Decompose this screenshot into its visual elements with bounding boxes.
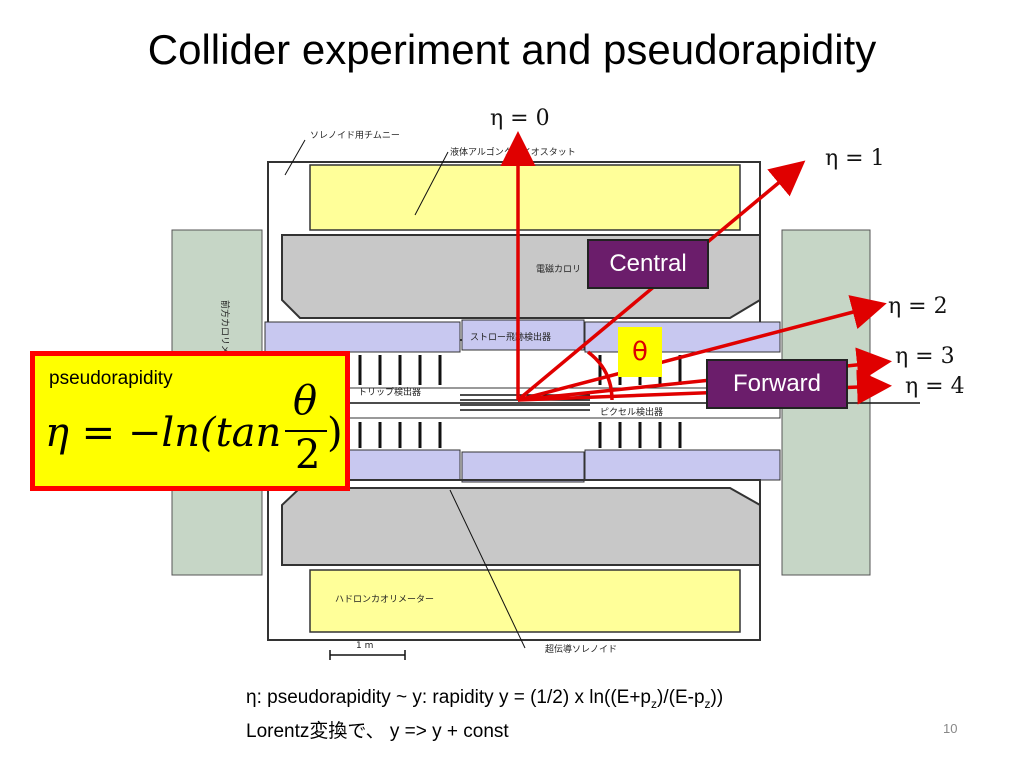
footer-line-1: η: pseudorapidity ~ y: rapidity y = (1/2… bbox=[246, 687, 723, 711]
footer-line-2: Lorentz変換で、 y => y + const bbox=[246, 721, 509, 742]
formula-rhs: ) bbox=[327, 410, 343, 456]
formula-lhs: η = −ln(tan bbox=[45, 410, 282, 456]
lower-straw-tracker bbox=[461, 451, 585, 483]
solenoid-label: 超伝導ソレノイド bbox=[545, 643, 617, 655]
eta-4-label: η = 4 bbox=[905, 374, 965, 399]
formula-denominator: 2 bbox=[295, 432, 321, 478]
upper-right-endcap bbox=[584, 321, 781, 353]
scale-label: 1 m bbox=[356, 641, 373, 651]
em-calorimeter-label: 電磁カロリ bbox=[536, 263, 581, 275]
formula-label: pseudorapidity bbox=[49, 368, 173, 389]
theta-arc bbox=[586, 350, 614, 401]
straw-tracker-label: ストロー飛跡検出器 bbox=[470, 331, 551, 343]
footer-sub-1: z bbox=[651, 696, 658, 711]
footer-line1-b: )/(E-p bbox=[657, 687, 705, 708]
formula-numerator: θ bbox=[293, 378, 318, 424]
upper-straw-tracker bbox=[461, 319, 585, 351]
slide-title: Collider experiment and pseudorapidity bbox=[147, 26, 877, 73]
lower-strip-lines bbox=[338, 422, 682, 448]
forward-label: Forward bbox=[706, 359, 848, 409]
footer-sub-2: z bbox=[704, 696, 711, 711]
strip-detector-label: トリップ検出器 bbox=[358, 386, 421, 398]
upper-hadron-calorimeter bbox=[309, 164, 741, 231]
footer-line1-a: η: pseudorapidity ~ y: rapidity y = (1/2… bbox=[246, 687, 652, 708]
footer-line1-c: )) bbox=[710, 687, 724, 708]
lower-em-calorimeter bbox=[281, 487, 761, 566]
eta-0-label: η = 0 bbox=[490, 106, 550, 131]
lower-hadron-calorimeter bbox=[309, 569, 741, 633]
eta-3-label: η = 3 bbox=[895, 344, 955, 369]
formula-fraction-bar bbox=[285, 430, 327, 432]
formula-box: pseudorapidity η = −ln(tan θ 2 ) bbox=[30, 351, 350, 491]
central-label: Central bbox=[587, 239, 709, 289]
solenoid-chimney-label: ソレノイド用チムニー bbox=[310, 130, 400, 141]
hadron-calorimeter-label: ハドロンカオリメーター bbox=[335, 594, 434, 605]
theta-label: θ bbox=[618, 327, 662, 377]
eta-2-arrow bbox=[517, 295, 887, 402]
page-number: 10 bbox=[943, 721, 958, 736]
lower-cryostat-frame bbox=[267, 479, 761, 641]
upper-left-endcap bbox=[264, 321, 461, 353]
pixel-detector-label: ピクセル検出器 bbox=[600, 406, 663, 418]
eta-1-label: η = 1 bbox=[825, 146, 885, 171]
cryostat-label: 液体アルゴンクライオスタット bbox=[450, 146, 576, 158]
eta-2-label: η = 2 bbox=[888, 294, 948, 319]
lower-right-endcap bbox=[584, 449, 781, 481]
